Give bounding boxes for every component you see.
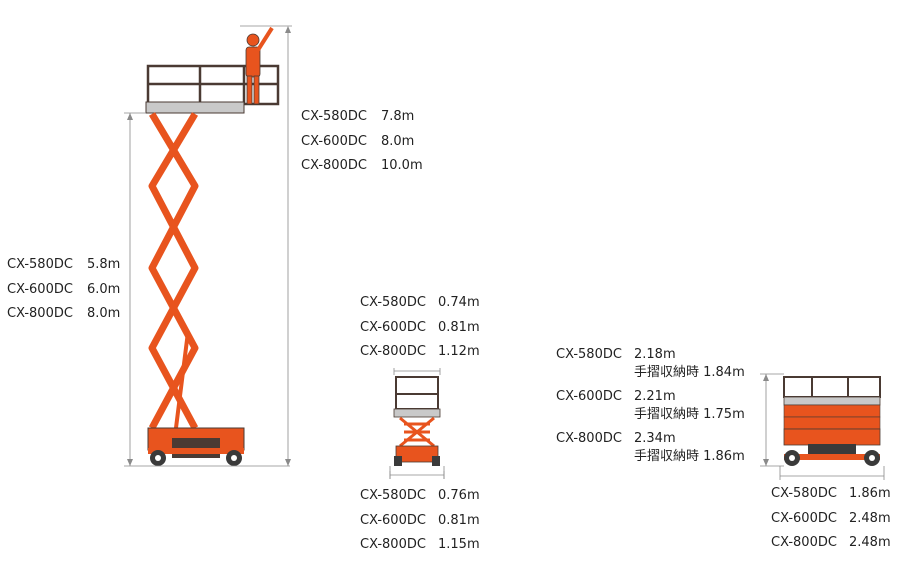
spec-value: 2.34m: [634, 431, 676, 446]
model-label: CX-580DC: [771, 486, 837, 501]
model-label: CX-600DC: [360, 319, 426, 335]
spec-value: 0.81m: [438, 512, 480, 528]
model-label: CX-600DC: [301, 133, 367, 149]
spec-value: 8.0m: [87, 306, 121, 321]
model-label: CX-580DC: [360, 488, 426, 503]
spec-row: CX-580DC 2.18m 手摺収納時 1.84m: [556, 346, 756, 388]
stowed-handrail-value: 手摺収納時 1.75m: [634, 407, 745, 422]
spec-row: CX-800DC 2.48m: [771, 531, 896, 556]
spec-row: CX-600DC 2.48m: [771, 507, 896, 532]
wheel-icon: [150, 450, 166, 466]
stowed-lift-front-view: [389, 368, 445, 479]
stowed-lift-side-view: [760, 373, 885, 480]
model-label: CX-580DC: [360, 295, 426, 310]
model-label: CX-800DC: [7, 306, 73, 321]
spec-value: 10.0m: [381, 158, 423, 173]
stowed-handrail-value: 手摺収納時 1.84m: [634, 365, 745, 380]
model-label: CX-800DC: [360, 344, 426, 359]
spec-row: CX-580DC 7.8m: [301, 105, 441, 130]
spec-row: CX-800DC 1.15m: [360, 533, 490, 558]
spec-value: 2.48m: [849, 535, 891, 550]
model-label: CX-800DC: [771, 535, 837, 550]
spec-row: CX-580DC 5.8m: [7, 253, 127, 278]
spec-value: 5.8m: [87, 257, 121, 272]
spec-value: 2.21m: [634, 389, 676, 404]
spec-value: 0.76m: [438, 488, 480, 503]
model-label: CX-800DC: [360, 537, 426, 552]
wheel-icon: [784, 450, 800, 466]
stowed-handrail-value: 手摺収納時 1.86m: [634, 449, 745, 464]
spec-row: CX-580DC 0.74m: [360, 291, 490, 316]
wheel-icon: [226, 450, 242, 466]
spec-row: CX-600DC 8.0m: [301, 130, 441, 155]
spec-value: 7.8m: [381, 109, 415, 124]
side-height-specs: CX-580DC 5.8m CX-600DC 6.0m CX-800DC 8.0…: [7, 253, 127, 327]
front-lower-specs: CX-580DC 0.76m CX-600DC 0.81m CX-800DC 1…: [360, 484, 490, 558]
spec-value: 2.18m: [634, 347, 676, 362]
stowed-height-specs: CX-580DC 2.18m 手摺収納時 1.84m CX-600DC 2.21…: [556, 346, 756, 472]
spec-value: 8.0m: [381, 133, 415, 149]
spec-row: CX-800DC 8.0m: [7, 302, 127, 327]
model-label: CX-600DC: [556, 389, 622, 404]
front-upper-specs: CX-580DC 0.74m CX-600DC 0.81m CX-800DC 1…: [360, 291, 490, 365]
spec-value: 2.48m: [849, 510, 891, 526]
spec-row: CX-580DC 1.86m: [771, 482, 896, 507]
spec-value: 1.15m: [438, 537, 480, 552]
platform-height-specs: CX-580DC 7.8m CX-600DC 8.0m CX-800DC 10.…: [301, 105, 441, 179]
model-label: CX-580DC: [301, 109, 367, 124]
model-label: CX-600DC: [771, 510, 837, 526]
spec-value: 0.81m: [438, 319, 480, 335]
spec-row: CX-600DC 0.81m: [360, 316, 490, 341]
spec-value: 1.86m: [849, 486, 891, 501]
model-label: CX-580DC: [7, 257, 73, 272]
extended-lift-side-view: [124, 25, 292, 467]
worker-icon: [245, 26, 274, 105]
model-label: CX-600DC: [7, 281, 73, 297]
model-label: CX-800DC: [556, 431, 622, 446]
spec-row: CX-600DC 2.21m 手摺収納時 1.75m: [556, 388, 756, 430]
spec-row: CX-600DC 0.81m: [360, 509, 490, 534]
spec-row: CX-800DC 10.0m: [301, 154, 441, 179]
stowed-length-specs: CX-580DC 1.86m CX-600DC 2.48m CX-800DC 2…: [771, 482, 896, 556]
wheel-icon: [864, 450, 880, 466]
spec-row: CX-800DC 1.12m: [360, 340, 490, 365]
spec-row: CX-580DC 0.76m: [360, 484, 490, 509]
model-label: CX-600DC: [360, 512, 426, 528]
spec-value: 0.74m: [438, 295, 480, 310]
spec-value: 6.0m: [87, 281, 121, 297]
spec-row: CX-600DC 6.0m: [7, 278, 127, 303]
model-label: CX-580DC: [556, 347, 622, 362]
spec-value: 1.12m: [438, 344, 480, 359]
spec-row: CX-800DC 2.34m 手摺収納時 1.86m: [556, 430, 756, 472]
model-label: CX-800DC: [301, 158, 367, 173]
